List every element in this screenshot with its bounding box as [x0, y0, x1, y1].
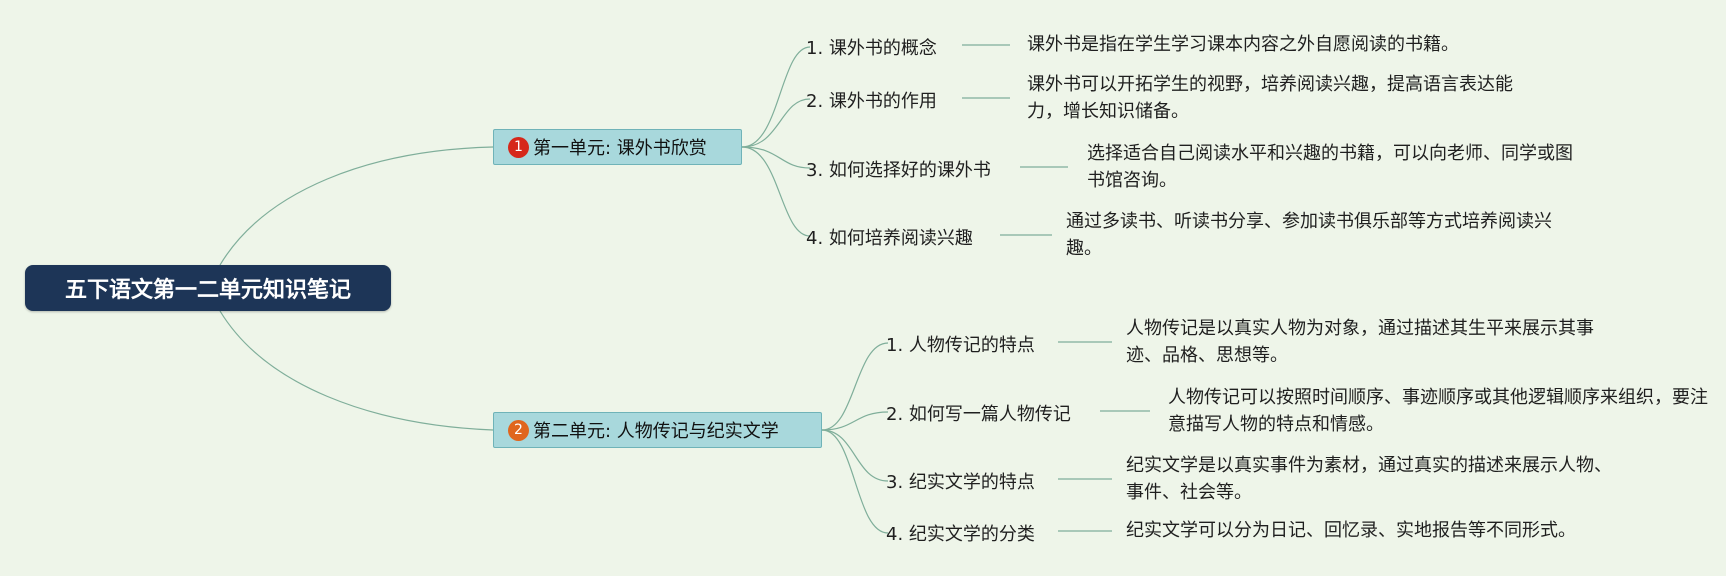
- unit1-topic3-link: [741, 146, 811, 169]
- topic-node[interactable]: 4. 如何培养阅读兴趣: [806, 228, 973, 249]
- unit1-topic2-link: [741, 98, 811, 148]
- topic-node[interactable]: 2. 如何写一篇人物传记: [886, 404, 1071, 425]
- root-to-unit1-link: [219, 146, 494, 266]
- unit-2-node[interactable]: 2 第二单元: 人物传记与纪实文学: [493, 412, 822, 448]
- topic-note: 人物传记可以按照时间顺序、事迹顺序或其他逻辑顺序来组织，要注意描写人物的特点和情…: [1168, 387, 1708, 435]
- topic-note: 通过多读书、听读书分享、参加读书俱乐部等方式培养阅读兴趣。: [1066, 211, 1552, 259]
- topic-node[interactable]: 2. 课外书的作用: [806, 91, 937, 112]
- number-1-badge-icon: 1: [508, 136, 529, 158]
- root-title: 五下语文第一二单元知识笔记: [64, 278, 351, 303]
- topic-note: 纪实文学可以分为日记、回忆录、实地报告等不同形式。: [1126, 520, 1576, 541]
- topic-note: 人物传记是以真实人物为对象，通过描述其生平来展示其事迹、品格、思想等。: [1126, 318, 1594, 366]
- unit2-topic4-link: [821, 429, 889, 534]
- topic-node[interactable]: 1. 人物传记的特点: [886, 335, 1035, 356]
- unit2-topic3-link: [821, 429, 889, 482]
- unit2-topic2-link: [821, 411, 889, 431]
- topic-note: 课外书可以开拓学生的视野，培养阅读兴趣，提高语言表达能力，增长知识储备。: [1027, 74, 1513, 122]
- unit1-topic4-link: [741, 146, 811, 237]
- root-to-unit2-link: [219, 310, 494, 431]
- number-2-badge-icon: 2: [508, 419, 529, 441]
- topic-node[interactable]: 4. 纪实文学的分类: [886, 524, 1035, 545]
- unit-2-title: 第二单元: 人物传记与纪实文学: [533, 421, 779, 442]
- topic-node[interactable]: 1. 课外书的概念: [806, 38, 937, 59]
- topic-note: 纪实文学是以真实事件为素材，通过真实的描述来展示人物、事件、社会等。: [1126, 455, 1612, 503]
- unit-1-node[interactable]: 1 第一单元: 课外书欣赏: [493, 129, 742, 165]
- topic-note: 课外书是指在学生学习课本内容之外自愿阅读的书籍。: [1027, 34, 1459, 55]
- unit2-topic1-link: [821, 342, 889, 431]
- unit-1-title: 第一单元: 课外书欣赏: [533, 138, 707, 159]
- topic-node[interactable]: 3. 纪实文学的特点: [886, 472, 1035, 493]
- topic-note: 选择适合自己阅读水平和兴趣的书籍，可以向老师、同学或图书馆咨询。: [1087, 143, 1573, 191]
- topic-node[interactable]: 3. 如何选择好的课外书: [806, 160, 991, 181]
- root-node[interactable]: 五下语文第一二单元知识笔记: [25, 265, 391, 311]
- unit1-topic1-link: [741, 46, 811, 148]
